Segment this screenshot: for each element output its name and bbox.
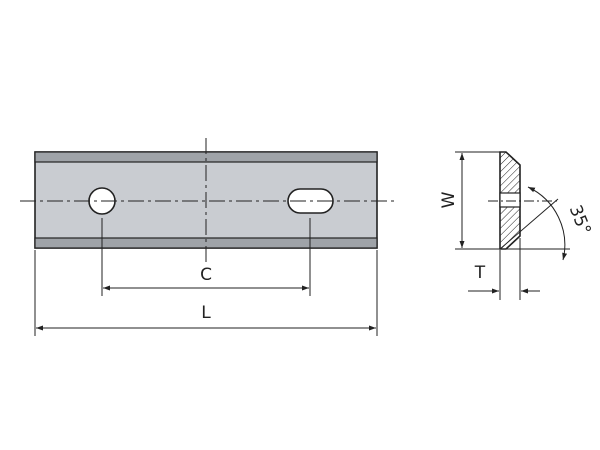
blade-front-view	[20, 138, 395, 262]
l-label: L	[201, 303, 211, 323]
blade-side-view	[488, 151, 560, 250]
dimension-l: L	[34, 250, 378, 336]
w-label: W	[439, 191, 459, 208]
angle-label: 35°	[565, 202, 595, 237]
angle-arc	[527, 186, 568, 261]
dimension-c: C	[101, 218, 311, 296]
dimension-w: W	[439, 151, 500, 250]
t-label: T	[474, 263, 486, 283]
cross-section-hole-gap	[499, 192, 521, 208]
dimension-t: T	[468, 238, 540, 300]
c-label: C	[200, 265, 212, 285]
